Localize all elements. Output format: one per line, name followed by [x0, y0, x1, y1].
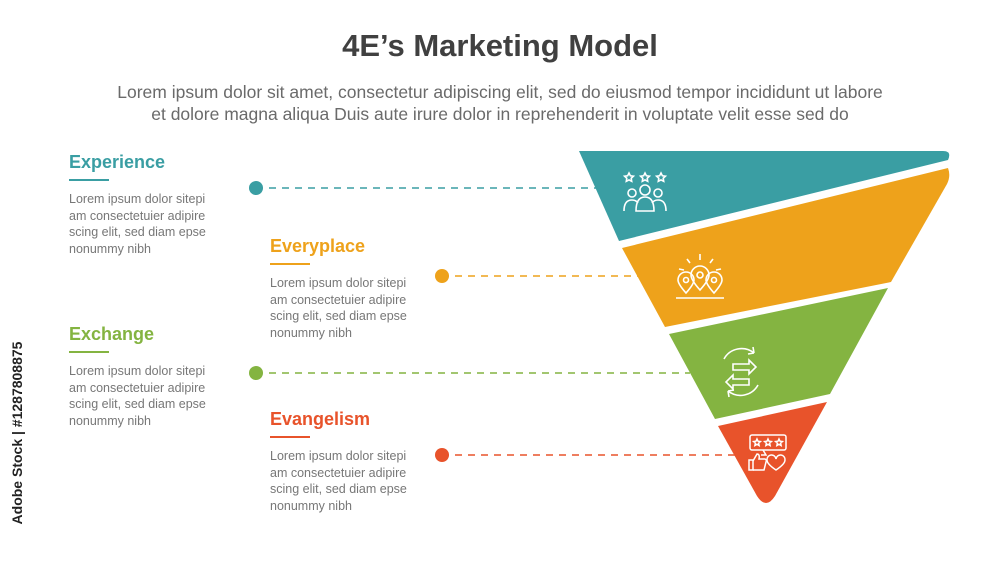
stage-underline-everyplace — [270, 263, 310, 265]
description-line: am consectetuier adipire — [270, 292, 407, 307]
stage-underline-experience — [69, 179, 109, 181]
connector-experience — [249, 181, 600, 195]
description-line: scing elit, sed diam epse — [69, 397, 206, 411]
subtitle-line-1: Lorem ipsum dolor sit amet, consectetur … — [117, 82, 883, 102]
description-line: am consectetuier adipire — [69, 208, 206, 223]
connector-evangelism — [435, 448, 735, 462]
stage-description-everyplace: Lorem ipsum dolor sitepi am consectetuie… — [270, 275, 445, 341]
review-like-heart-icon — [748, 434, 787, 471]
funnel-segment-exchange — [669, 288, 888, 419]
description-line: Lorem ipsum dolor sitepi — [69, 364, 206, 378]
description-line: Lorem ipsum dolor sitepi — [270, 276, 407, 290]
stage-description-experience: Lorem ipsum dolor sitepi am consectetuie… — [69, 191, 244, 257]
stage-everyplace: Everyplace Lorem ipsum dolor sitepi am c… — [270, 236, 445, 341]
description-line: Lorem ipsum dolor sitepi — [270, 449, 407, 463]
connector-exchange — [249, 366, 690, 380]
stage-heading-everyplace: Everyplace — [270, 236, 366, 256]
description-line: scing elit, sed diam epse — [270, 482, 407, 496]
stage-heading-evangelism: Evangelism — [270, 409, 371, 429]
people-stars-icon — [622, 171, 668, 212]
stage-heading-experience: Experience — [69, 152, 166, 172]
funnel-segment-experience — [579, 151, 950, 241]
description-line: nonummy nibh — [270, 325, 352, 340]
description-line: nonummy nibh — [69, 241, 151, 256]
stock-watermark: Adobe Stock | #1287808875 — [2, 318, 32, 548]
description-line: Lorem ipsum dolor sitepi — [69, 192, 206, 206]
stage-experience: Experience Lorem ipsum dolor sitepi am c… — [69, 152, 244, 257]
description-line: scing elit, sed diam epse — [69, 225, 206, 239]
stage-underline-exchange — [69, 351, 109, 353]
stage-description-exchange: Lorem ipsum dolor sitepi am consectetuie… — [69, 363, 244, 429]
description-line: am consectetuier adipire — [270, 465, 407, 480]
subtitle: Lorem ipsum dolor sit amet, consectetur … — [40, 81, 960, 125]
funnel-segment-evangelism — [718, 402, 827, 503]
stage-heading-exchange: Exchange — [69, 324, 155, 344]
description-line: am consectetuier adipire — [69, 380, 206, 395]
stage-evangelism: Evangelism Lorem ipsum dolor sitepi am c… — [270, 409, 445, 514]
watermark-text: Adobe Stock | #1287808875 — [9, 341, 25, 525]
description-line: scing elit, sed diam epse — [270, 309, 407, 323]
connector-everyplace — [435, 269, 640, 283]
funnel-segment-everyplace — [622, 168, 950, 327]
stage-exchange: Exchange Lorem ipsum dolor sitepi am con… — [69, 324, 244, 429]
subtitle-line-2: et dolore magna aliqua Duis aute irure d… — [151, 104, 849, 124]
description-line: nonummy nibh — [69, 413, 151, 428]
stage-underline-evangelism — [270, 436, 310, 438]
exchange-arrows-icon — [723, 346, 759, 398]
description-line: nonummy nibh — [270, 498, 352, 513]
stage-description-evangelism: Lorem ipsum dolor sitepi am consectetuie… — [270, 448, 445, 514]
page-title: 4E’s Marketing Model — [342, 28, 658, 63]
location-pins-icon — [676, 254, 724, 299]
